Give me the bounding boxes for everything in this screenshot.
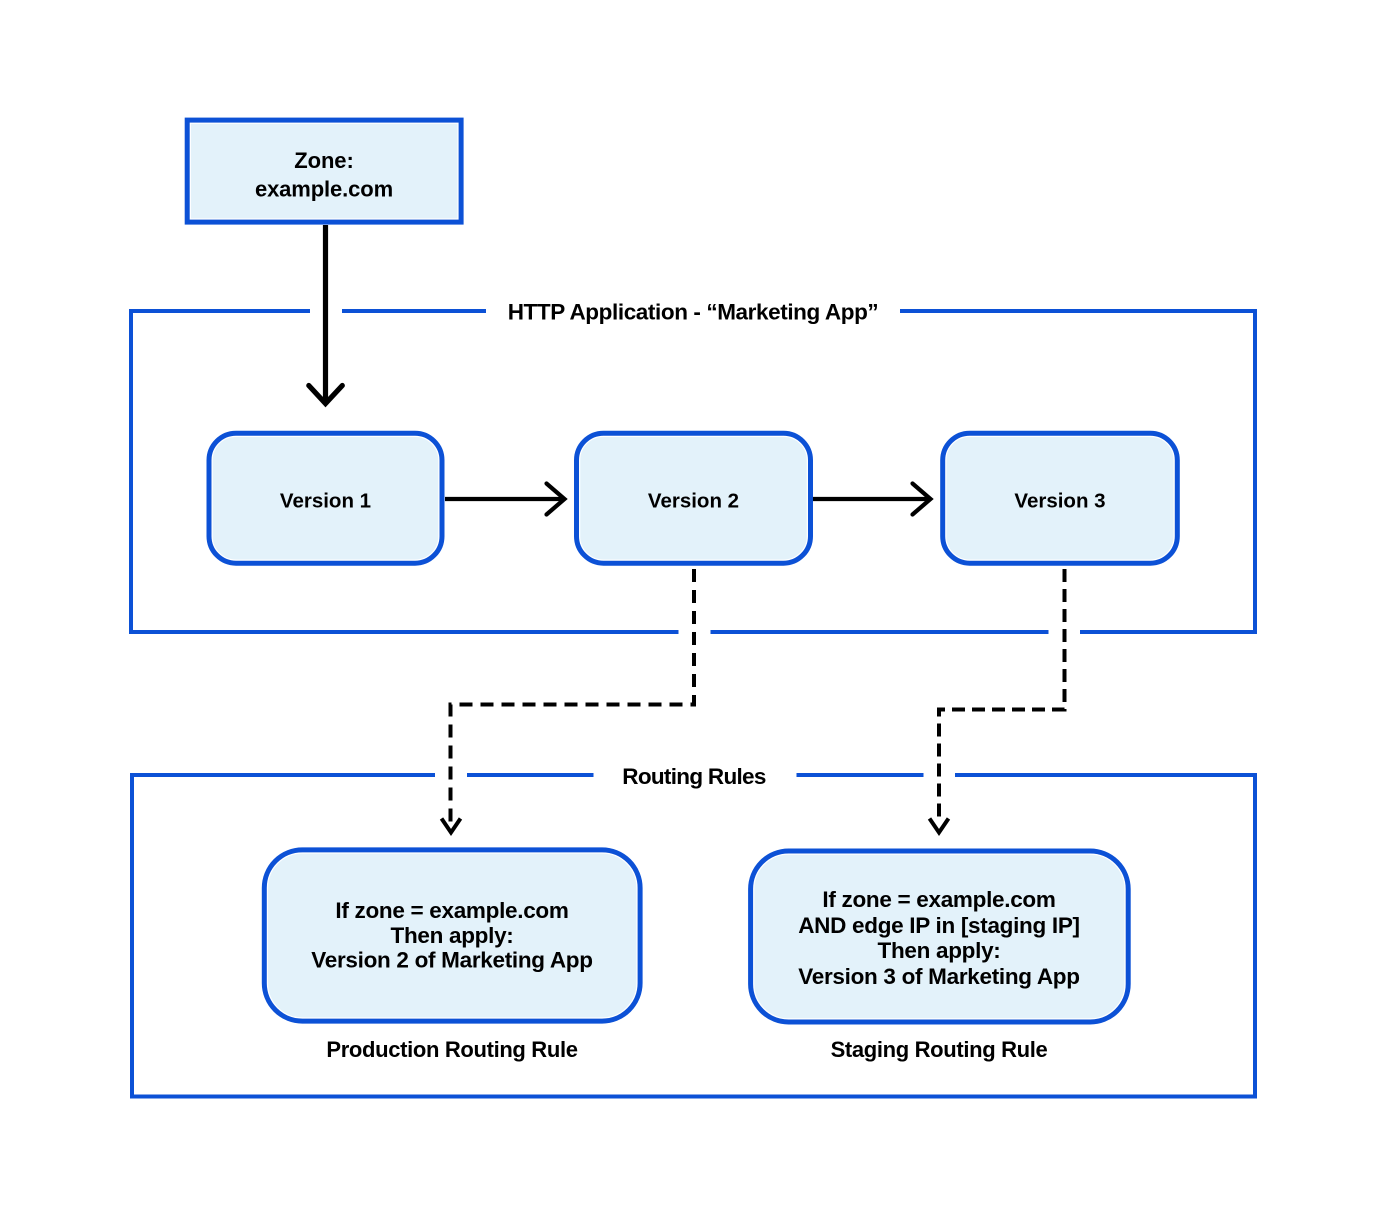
svg-text:Production Routing Rule: Production Routing Rule [326, 1037, 577, 1062]
svg-text:HTTP Application - “Marketing: HTTP Application - “Marketing App” [508, 300, 879, 325]
svg-text:Version 3: Version 3 [1014, 490, 1105, 513]
svg-text:Staging Routing Rule: Staging Routing Rule [831, 1037, 1048, 1062]
svg-text:Version 1: Version 1 [280, 490, 371, 513]
svg-text:Then apply:: Then apply: [391, 923, 514, 948]
svg-text:Version 3 of Marketing App: Version 3 of Marketing App [798, 964, 1079, 989]
svg-text:example.com: example.com [255, 177, 393, 202]
svg-text:Version 2: Version 2 [648, 490, 739, 513]
svg-text:AND edge IP in [staging IP]: AND edge IP in [staging IP] [798, 913, 1080, 938]
svg-text:Then apply:: Then apply: [878, 938, 1001, 963]
svg-text:Routing Rules: Routing Rules [622, 764, 766, 789]
svg-text:If zone = example.com: If zone = example.com [335, 898, 568, 923]
svg-text:Zone:: Zone: [294, 148, 353, 173]
svg-text:If zone = example.com: If zone = example.com [822, 887, 1055, 912]
svg-text:Version 2 of Marketing App: Version 2 of Marketing App [311, 948, 592, 973]
